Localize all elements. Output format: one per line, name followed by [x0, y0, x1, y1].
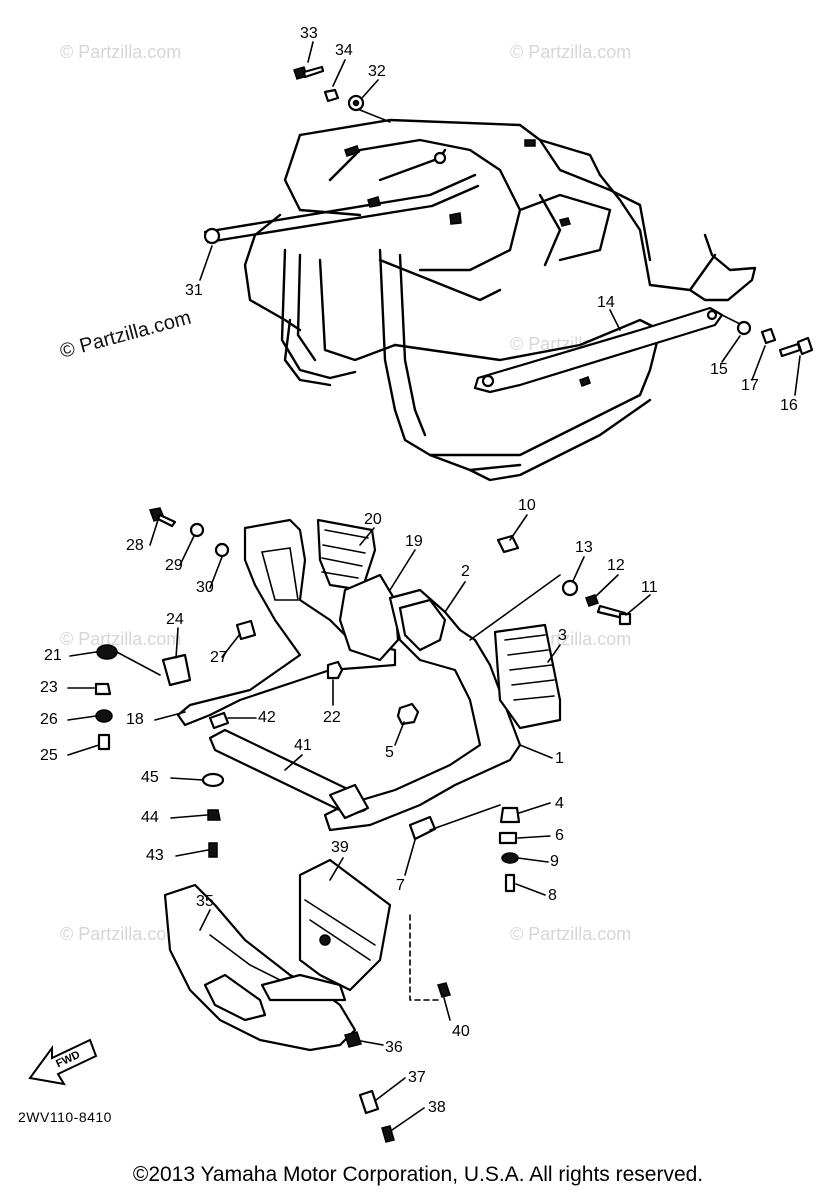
callout: 13: [575, 539, 593, 556]
callout: 26: [40, 711, 58, 728]
callout: 43: [146, 847, 164, 864]
diagram-code: 2WV110-8410: [18, 1109, 112, 1125]
callout: 14: [597, 294, 615, 311]
watermark: © Partzilla.com: [510, 924, 631, 944]
guard-assembly: [112, 518, 562, 1001]
callout: 28: [126, 537, 144, 554]
watermark: © Partzilla.com: [60, 629, 181, 649]
callout: 11: [641, 579, 658, 596]
callout: 34: [335, 42, 353, 59]
callout: 33: [300, 25, 318, 42]
callout: 2: [461, 563, 470, 580]
right-fastener-stack: [498, 579, 632, 893]
watermark-main: © Partzilla.com: [58, 307, 194, 363]
callout: 7: [396, 877, 405, 894]
left-fastener-stack: [94, 644, 118, 751]
callout: 22: [323, 709, 341, 726]
callout: 6: [555, 827, 564, 844]
callout: 20: [364, 511, 382, 528]
callout: 8: [548, 887, 557, 904]
callout: 15: [710, 361, 728, 378]
callout: 39: [331, 839, 349, 856]
skid-plate: [163, 858, 451, 1143]
callout: 42: [258, 709, 276, 726]
middle-fastener-stack: [201, 772, 225, 858]
watermark-layer: © Partzilla.com © Partzilla.com © Partzi…: [60, 42, 631, 944]
callout: 17: [741, 377, 759, 394]
callout: 44: [141, 809, 159, 826]
callout: 10: [518, 497, 536, 514]
callout: 31: [185, 282, 203, 299]
watermark: © Partzilla.com: [60, 924, 181, 944]
callout: 3: [558, 627, 567, 644]
frame-assembly: [203, 118, 757, 482]
callout: 29: [165, 557, 183, 574]
callout: 40: [452, 1023, 470, 1040]
copyright-footer: ©2013 Yamaha Motor Corporation, U.S.A. A…: [132, 1163, 704, 1186]
callout: 18: [126, 711, 144, 728]
callout: 25: [40, 747, 58, 764]
upper-left-bolts: [148, 507, 230, 558]
watermark: © Partzilla.com: [510, 42, 631, 62]
callout: 1: [555, 750, 564, 767]
callout: 23: [40, 679, 58, 696]
callout: 30: [196, 579, 214, 596]
callout: 4: [555, 795, 564, 812]
callout: 37: [408, 1069, 426, 1086]
leader-lines: [67, 41, 801, 1131]
callout: 24: [166, 611, 184, 628]
callout: 5: [385, 744, 394, 761]
right-bolt-set: [721, 314, 814, 358]
upper-bolt-set: [293, 65, 391, 123]
callout: 45: [141, 769, 159, 786]
callout: 19: [405, 533, 423, 550]
callout: 21: [44, 647, 62, 664]
callout: 16: [780, 397, 798, 414]
callout: 36: [385, 1039, 403, 1056]
fwd-arrow-icon: FWD: [28, 1038, 98, 1086]
callout: 9: [550, 853, 559, 870]
callout: 12: [607, 557, 625, 574]
callout: 41: [294, 737, 312, 754]
callout: 32: [368, 63, 386, 80]
callout-labels: 33 34 32 31 14 15 17 16 10 20 19 28 29 3…: [40, 25, 798, 1116]
callout: 35: [196, 893, 214, 910]
callout: 38: [428, 1099, 446, 1116]
callout: 27: [210, 649, 228, 666]
watermark: © Partzilla.com: [60, 42, 181, 62]
